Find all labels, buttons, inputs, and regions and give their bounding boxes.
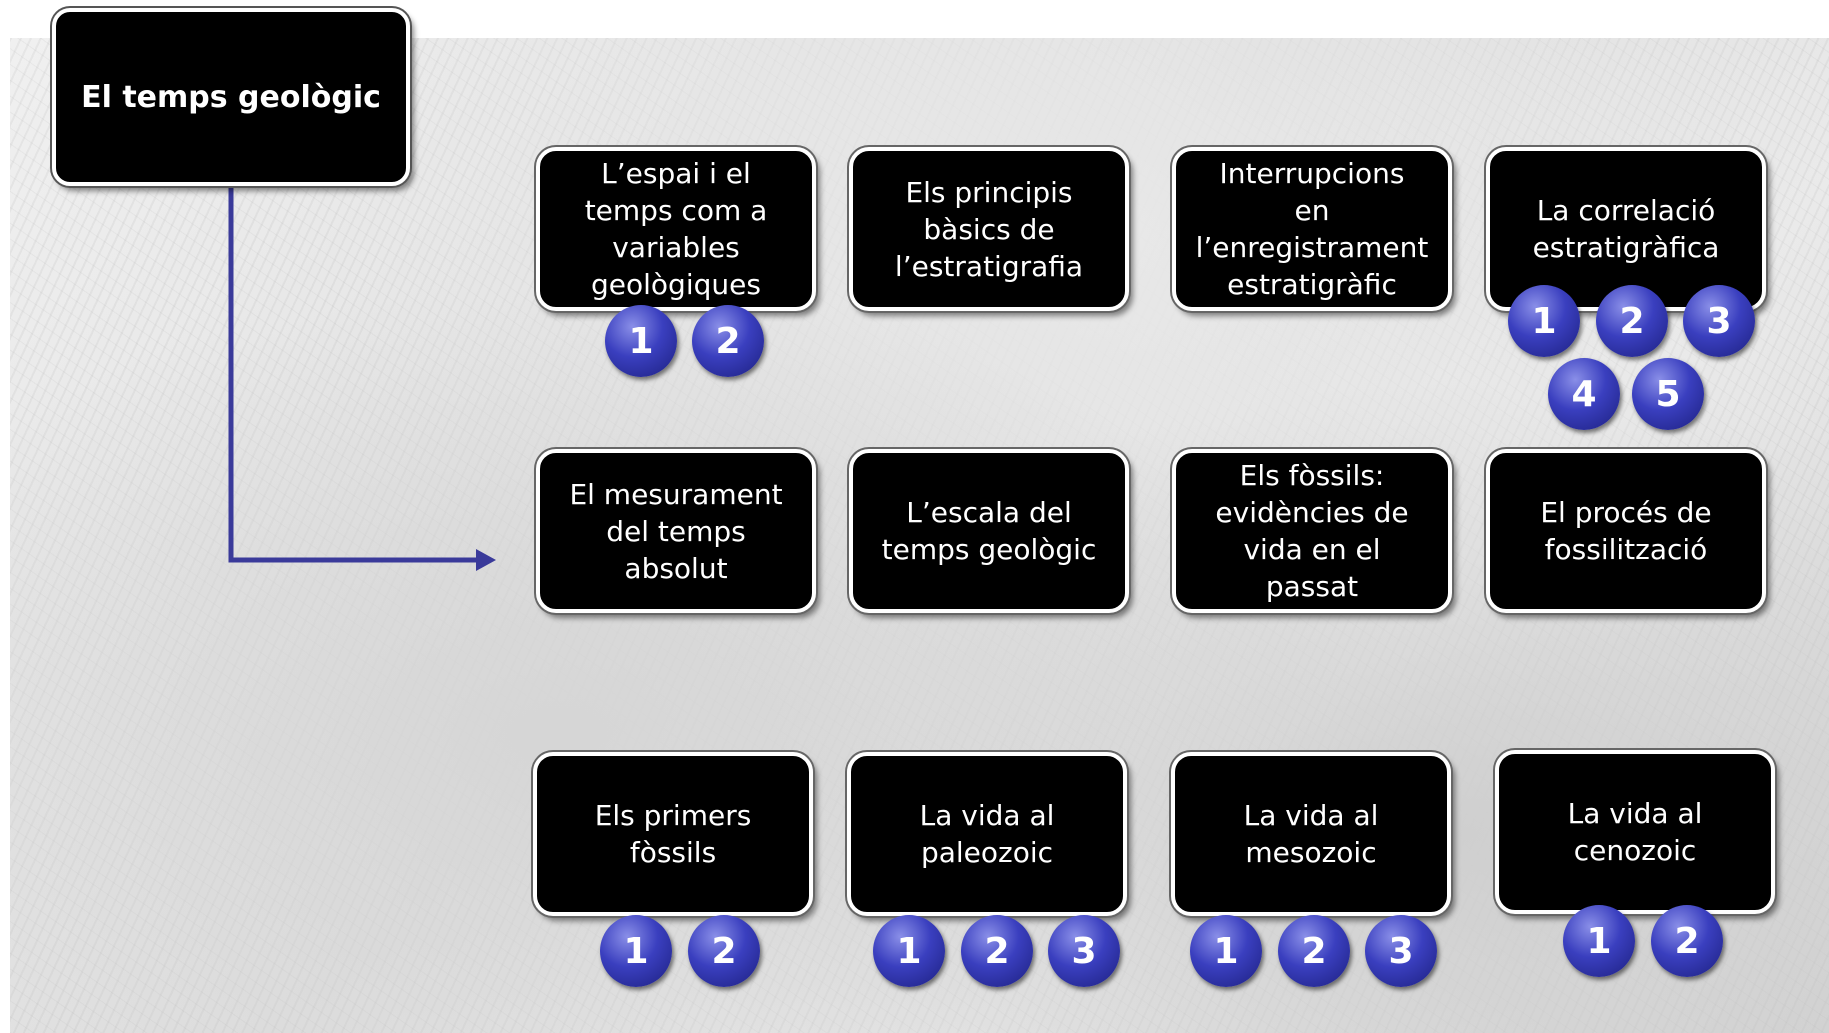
link-badge[interactable]: 1	[873, 915, 945, 987]
topic-box[interactable]: L’espai i el temps com a variables geolò…	[536, 147, 816, 311]
link-badge[interactable]: 2	[1278, 915, 1350, 987]
topic-box[interactable]: El mesurament del temps absolut	[536, 449, 816, 613]
topic-box[interactable]: La vida al paleozoic	[847, 752, 1127, 916]
link-badge[interactable]: 1	[605, 305, 677, 377]
link-badge[interactable]: 2	[1596, 285, 1668, 357]
link-badge[interactable]: 3	[1365, 915, 1437, 987]
topic-box[interactable]: Els primers fòssils	[533, 752, 813, 916]
topic-box[interactable]: Interrupcions en l’enregistrament estrat…	[1172, 147, 1452, 311]
link-badge[interactable]: 1	[1563, 905, 1635, 977]
topic-box[interactable]: L’escala del temps geològic	[849, 449, 1129, 613]
topic-box[interactable]: La vida al cenozoic	[1495, 750, 1775, 914]
topic-box[interactable]: La correlació estratigràfica	[1486, 147, 1766, 311]
link-badge[interactable]: 2	[961, 915, 1033, 987]
connector-line	[228, 184, 488, 563]
link-badge[interactable]: 3	[1048, 915, 1120, 987]
link-badge[interactable]: 1	[1508, 285, 1580, 357]
link-badge[interactable]: 4	[1548, 358, 1620, 430]
link-badge[interactable]: 3	[1683, 285, 1755, 357]
topic-box[interactable]: Els principis bàsics de l’estratigrafia	[849, 147, 1129, 311]
topic-box[interactable]: Els fòssils: evidències de vida en el pa…	[1172, 449, 1452, 613]
link-badge[interactable]: 5	[1632, 358, 1704, 430]
topic-box[interactable]: La vida al mesozoic	[1171, 752, 1451, 916]
topic-box[interactable]: El procés de fossilització	[1486, 449, 1766, 613]
diagram-title: El temps geològic	[52, 8, 410, 186]
link-badge[interactable]: 2	[1651, 905, 1723, 977]
link-badge[interactable]: 2	[688, 915, 760, 987]
link-badge[interactable]: 1	[1190, 915, 1262, 987]
link-badge[interactable]: 2	[692, 305, 764, 377]
arrowhead	[476, 549, 496, 571]
link-badge[interactable]: 1	[600, 915, 672, 987]
